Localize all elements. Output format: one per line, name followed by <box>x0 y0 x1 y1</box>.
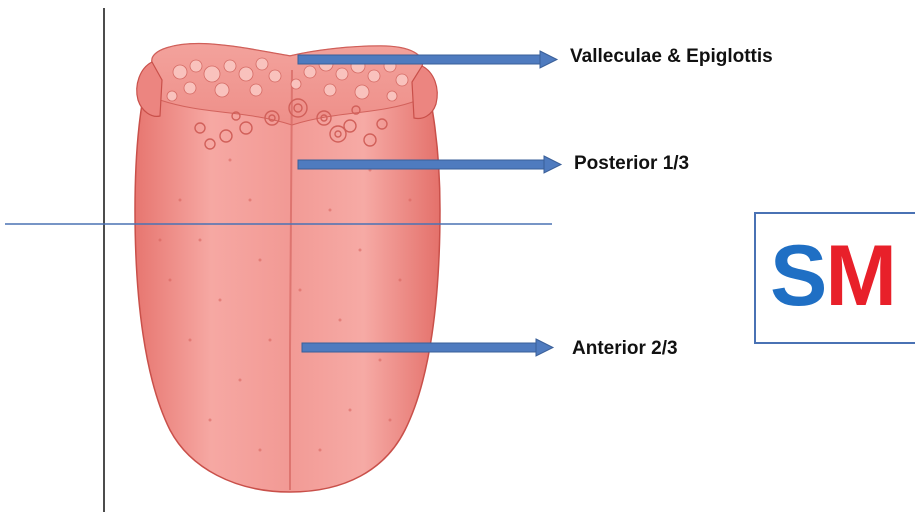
label-posterior-third: Posterior 1/3 <box>574 153 689 175</box>
sm-logo-text: SM <box>770 226 895 326</box>
logo-letter-s: S <box>770 228 825 324</box>
label-valleculae-epiglottis: Valleculae & Epiglottis <box>570 46 773 68</box>
label-anterior-two-thirds: Anterior 2/3 <box>572 338 678 360</box>
sm-logo: SM <box>754 212 915 344</box>
logo-letter-m: M <box>825 228 895 324</box>
